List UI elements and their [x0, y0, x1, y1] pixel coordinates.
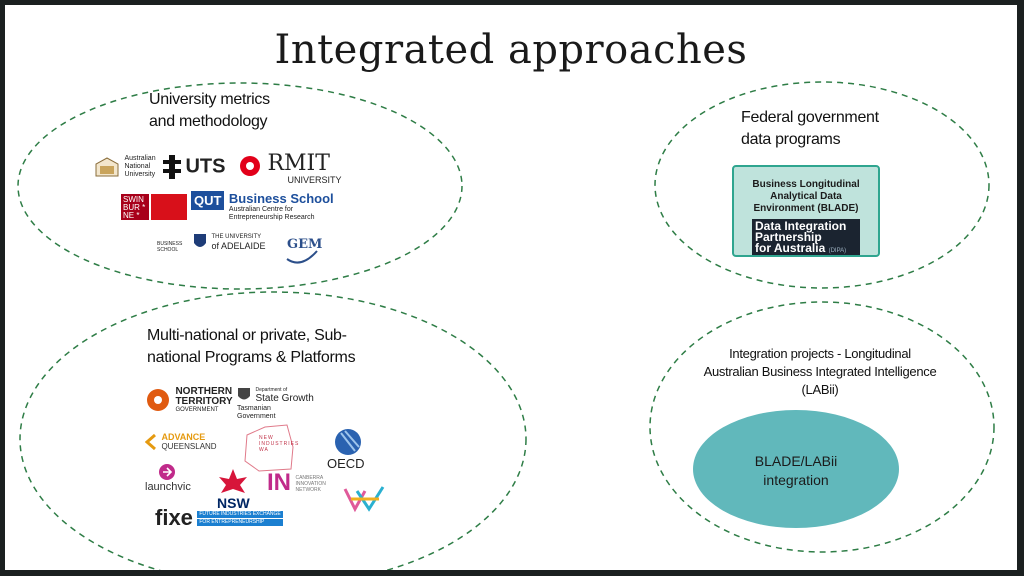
multinational-ellipse [19, 291, 527, 570]
dashed-ellipses [17, 81, 995, 570]
federal-label-line1: Federal government [741, 109, 879, 126]
dipa-logo: Data Integration Partnership for Austral… [752, 219, 860, 255]
multinational-label-line1: Multi-national or private, Sub- [147, 327, 347, 344]
uts-icon [163, 155, 181, 179]
gem-swoosh-icon [286, 250, 318, 264]
tas-gov-line1: Tasmanian [237, 405, 271, 412]
tas-gov-logo: Department of State Growth Tasmanian Gov… [237, 387, 314, 421]
page-title: Integrated approaches [274, 27, 748, 73]
nt-line1: NORTHERN [175, 386, 233, 397]
gem-text: GEM [287, 237, 323, 252]
oecd-globe-icon [335, 429, 361, 455]
cin-line2: INNOVATION [295, 481, 326, 487]
blade-labii-text: BLADE/LABii integration [693, 452, 899, 490]
university-label: University metrics and methodology [149, 89, 270, 133]
integration-label-line1: Integration projects - Longitudinal [729, 346, 911, 361]
blade-line3: Environment (BLADE) [753, 203, 859, 214]
anu-text: Australian National University [124, 155, 156, 178]
niwa-line2: INDUSTRIES [259, 441, 300, 447]
uts-logo: UTS [163, 155, 225, 179]
nt-flower-icon [147, 389, 169, 411]
advance-line2: QUEENSLAND [161, 442, 217, 451]
swinburne-logo: SWIN BUR * NE * [121, 194, 149, 220]
blade-labii-line1: BLADE/LABii [754, 453, 838, 469]
anu-crest-icon [95, 157, 119, 177]
wa-map-icon [244, 424, 294, 472]
advance-line1: ADVANCE [161, 432, 206, 442]
nt-line3: GOVERNMENT [175, 407, 219, 413]
swinburne-banner [151, 194, 187, 220]
adelaide-logo: THE UNIVERSITY of ADELAIDE [193, 233, 265, 251]
federal-label-line2: data programs [741, 131, 841, 148]
tas-gov-line2: Government [237, 413, 276, 420]
dipa-line3: for Australia [755, 241, 826, 255]
niwa-logo: NEW INDUSTRIES WA [241, 423, 298, 472]
canberra-innovation-logo: IN CANBERRA INNOVATION NETWORK [267, 471, 326, 495]
fixe-sub1: FUTURE INDUSTRIES EXCHANGE [197, 510, 283, 518]
blade-text: Business Longitudinal Analytical Data En… [734, 179, 878, 215]
niwa-line1: NEW [259, 435, 274, 441]
dipa-line2: Partnership [755, 230, 822, 244]
qut-sub1: Australian Centre for [228, 206, 294, 213]
cin-letters: IN [267, 469, 291, 496]
niwa-line3: WA [259, 447, 269, 453]
business-school-text: BUSINESS SCHOOL [157, 241, 183, 253]
multinational-label-line2: national Programs & Platforms [147, 349, 356, 366]
blade-line2: Analytical Data [770, 191, 842, 202]
university-label-line2: and methodology [149, 113, 268, 130]
slide: Integrated approaches University metrics… [5, 5, 1017, 570]
multinational-label: Multi-national or private, Sub- national… [147, 325, 356, 369]
federal-label: Federal government data programs [741, 107, 879, 151]
advance-qld-logo: ADVANCE QUEENSLAND [144, 432, 217, 451]
qut-mark: QUT [191, 191, 225, 210]
tas-state-growth: State Growth [255, 393, 314, 404]
launchvic-logo: launchvic [145, 463, 191, 493]
rmit-logo: RMIT UNIVERSITY [237, 153, 341, 185]
qut-name: Business School [228, 191, 334, 206]
qut-sub2: Entrepreneurship Research [228, 214, 315, 221]
wave-logo-icon [343, 486, 385, 513]
uts-text: UTS [185, 155, 226, 178]
anu-logo: Australian National University [94, 155, 160, 179]
oecd-text: OECD [327, 456, 365, 471]
dipa-sub: (DIPA) [828, 248, 847, 254]
blade-labii-ellipse: BLADE/LABii integration [693, 410, 899, 528]
integration-ellipse [649, 301, 995, 553]
blade-line1: Business Longitudinal [752, 179, 860, 190]
integration-label-line3: (LABii) [801, 382, 839, 397]
dipa-line1: Data Integration [755, 219, 847, 233]
fixe-text: fixe [155, 505, 193, 530]
nsw-logo: NSW [217, 467, 250, 511]
integration-label: Integration projects - Longitudinal Aust… [655, 345, 985, 399]
integration-label-line2: Australian Business Integrated Intellige… [703, 364, 937, 379]
nt-line2: TERRITORY [175, 396, 233, 407]
launchvic-arrow-icon [159, 464, 175, 480]
tas-crest-icon [238, 388, 250, 400]
oecd-logo: OECD [327, 427, 365, 470]
rmit-subtext: UNIVERSITY [287, 175, 342, 185]
fixe-logo: fixe FUTURE INDUSTRIES EXCHANGE FOR ENTR… [155, 505, 283, 531]
blade-labii-line2: integration [763, 472, 829, 488]
university-ellipse [17, 82, 463, 290]
rmit-pixel-icon [240, 156, 260, 176]
waratah-icon [219, 469, 247, 493]
adelaide-crest-icon [194, 234, 206, 247]
fixe-sub2: FOR ENTREPRENEURSHIP [197, 518, 283, 526]
nt-gov-logo: NORTHERN TERRITORY GOVERNMENT [145, 387, 233, 414]
qut-logo: QUT Business School Australian Centre fo… [191, 191, 334, 222]
federal-ellipse [654, 81, 990, 289]
advance-chevron-icon [144, 433, 156, 451]
nsw-text: NSW [217, 495, 250, 511]
gem-logo: GEM [281, 229, 322, 264]
rmit-text: RMIT [267, 151, 330, 176]
university-label-line1: University metrics [149, 91, 270, 108]
adelaide-line2: of ADELAIDE [211, 241, 266, 251]
launchvic-text: launchvic [145, 481, 191, 493]
cin-line1: CANBERRA [295, 475, 324, 481]
adelaide-line1: THE UNIVERSITY [211, 234, 262, 240]
cin-line3: NETWORK [295, 487, 322, 493]
blade-box: Business Longitudinal Analytical Data En… [732, 165, 880, 257]
tas-dept: Department of [255, 387, 288, 393]
